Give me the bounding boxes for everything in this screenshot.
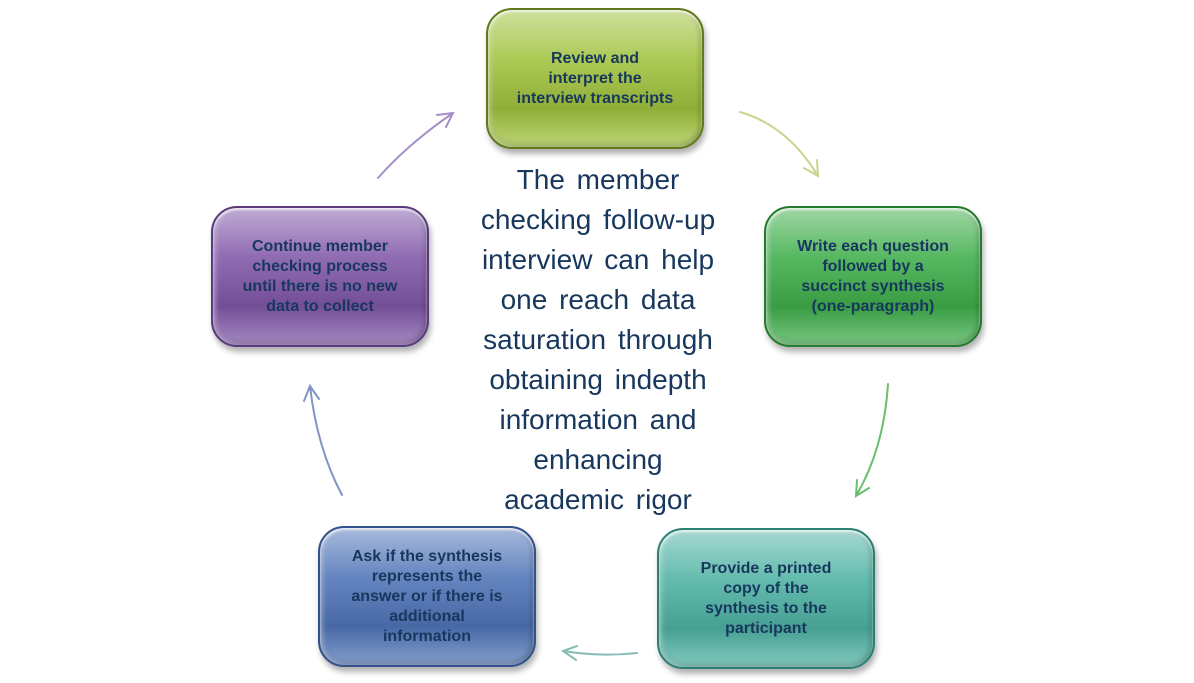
step-label: Continue member checking process until t… [242,237,398,315]
step-continue-checking: Continue member checking process until t… [211,206,429,347]
arrow-ask-to-continue-icon [303,383,343,496]
step-label: Provide a printed copy of the synthesis … [700,559,832,637]
step-label: Review and interpret the interview trans… [516,49,674,107]
arrow-provide-to-ask-icon [560,645,638,661]
step-write-synthesis: Write each question followed by a succin… [764,206,982,347]
step-label: Write each question followed by a succin… [797,237,949,315]
step-label: Ask if the synthesis represents the answ… [351,547,503,645]
step-review-transcripts: Review and interpret the interview trans… [486,8,704,149]
arrow-write-to-provide-icon [854,383,889,498]
step-provide-copy: Provide a printed copy of the synthesis … [657,528,875,669]
step-ask-synthesis: Ask if the synthesis represents the answ… [318,526,536,667]
center-caption: The member checking follow-up interview … [480,164,716,515]
